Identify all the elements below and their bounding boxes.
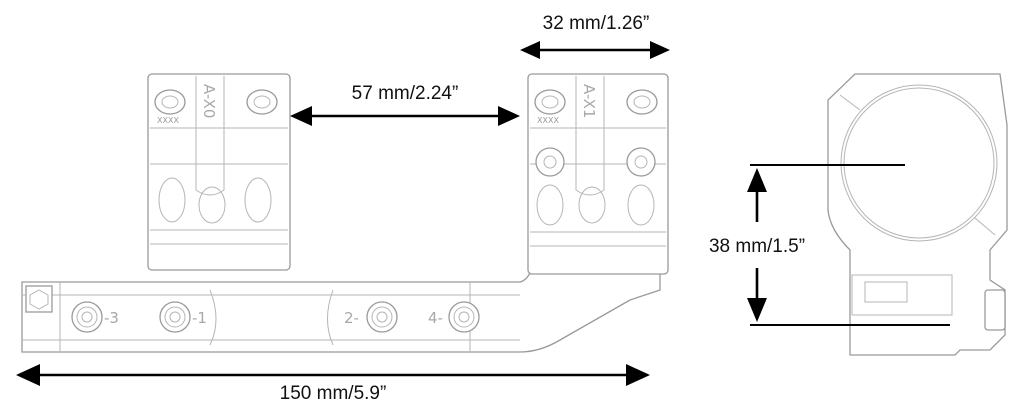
clamp-knob [984,289,1006,331]
screw-label-3: -3 [104,309,119,327]
center-height-label: 38 mm/1.5” [709,236,805,257]
screw-label-1: -1 [192,309,207,327]
clamp-screw [159,301,191,333]
screw-label-2: 2- [344,309,359,327]
ring-spacing-label: 57 mm/2.24” [352,83,459,104]
overall-length-label: 150 mm/5.9” [280,383,387,404]
dimension-ring-spacing: 57 mm/2.24” [290,83,520,126]
ring-profile [827,73,1008,356]
clamp-screw [71,301,103,333]
ring-mark: XXXX [157,116,179,125]
front-ring: XXXX A-X0 [147,73,291,271]
clamp-screw [448,301,480,333]
screw-label-4: 4- [428,309,443,327]
mount-end-view [827,73,1008,356]
front-ring-engraving: A-X0 [200,84,218,118]
dimension-center-height: 38 mm/1.5” [709,164,950,326]
dimension-overall-length: 150 mm/5.9” [16,364,650,404]
rear-ring: XXXX A-X1 [527,73,669,275]
mount-side-view: -3 -1 2- 4- XXXX A-X0 [21,73,669,353]
ring-width-label: 32 mm/1.26” [543,13,650,34]
rear-ring-engraving: A-X1 [580,84,598,118]
ring-mark: XXXX [537,116,559,125]
dimension-ring-width: 32 mm/1.26” [520,13,670,59]
scope-tube-bore [840,84,998,242]
clamp-screw [366,301,398,333]
